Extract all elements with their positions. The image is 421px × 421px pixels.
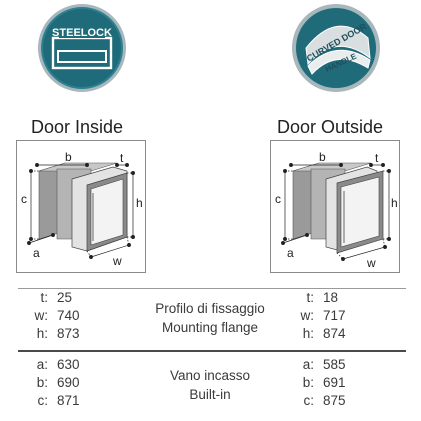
door-outside-diagram: c b a t h w <box>270 140 400 273</box>
curved-door-handle-badge-icon: CURVED DOOR HANDLE <box>292 4 380 92</box>
spec-row: t:25 <box>40 290 73 305</box>
dim-label-w: w <box>112 254 122 268</box>
dim-label-h: h <box>136 196 143 210</box>
dim-label-b: b <box>319 150 326 164</box>
caption-italian: Vano incasso <box>169 368 251 383</box>
caption-english: Built-in <box>189 387 231 402</box>
flange-specs-right: t:18 w:717 h:874 <box>292 290 346 342</box>
spec-row: h:873 <box>36 326 80 341</box>
dim-label-t: t <box>120 151 124 165</box>
divider-top <box>18 288 406 289</box>
dim-label-c: c <box>275 192 281 206</box>
steelock-badge-icon: STEELOCK <box>38 4 126 92</box>
door-outside-title: Door Outside <box>277 117 384 137</box>
flange-specs-left: t:25 w:740 h:873 <box>26 290 80 342</box>
dim-label-a: a <box>287 246 294 260</box>
dim-label-h: h <box>391 196 398 210</box>
caption-italian: Profilo di fissaggio <box>155 301 265 316</box>
spec-row: t:18 <box>306 290 339 305</box>
builtin-caption: Vano incasso Built-in <box>130 367 290 403</box>
spec-row: a:585 <box>302 357 346 372</box>
dim-label-b: b <box>65 150 72 164</box>
caption-english: Mounting flange <box>161 320 259 335</box>
spec-row: w:740 <box>34 308 80 323</box>
builtin-specs-left: a:630 b:690 c:871 <box>26 357 80 409</box>
builtin-specs-right: a:585 b:691 c:875 <box>292 357 346 409</box>
divider-middle <box>18 350 406 352</box>
dim-label-c: c <box>21 192 27 206</box>
spec-row: b:691 <box>302 375 346 390</box>
spec-row: c:875 <box>303 393 346 408</box>
spec-row: h:874 <box>302 326 346 341</box>
spec-row: w:717 <box>300 308 346 323</box>
flange-caption: Profilo di fissaggio Mounting flange <box>130 300 290 336</box>
dim-label-a: a <box>33 246 40 260</box>
dim-label-t: t <box>375 151 379 165</box>
spec-row: a:630 <box>36 357 80 372</box>
spec-row: c:871 <box>37 393 80 408</box>
spec-row: b:690 <box>36 375 80 390</box>
door-inside-title: Door Inside <box>31 117 124 137</box>
dim-label-w: w <box>366 256 376 270</box>
steelock-text: STEELOCK <box>52 27 112 39</box>
door-inside-diagram: c b a t h w <box>16 140 146 273</box>
